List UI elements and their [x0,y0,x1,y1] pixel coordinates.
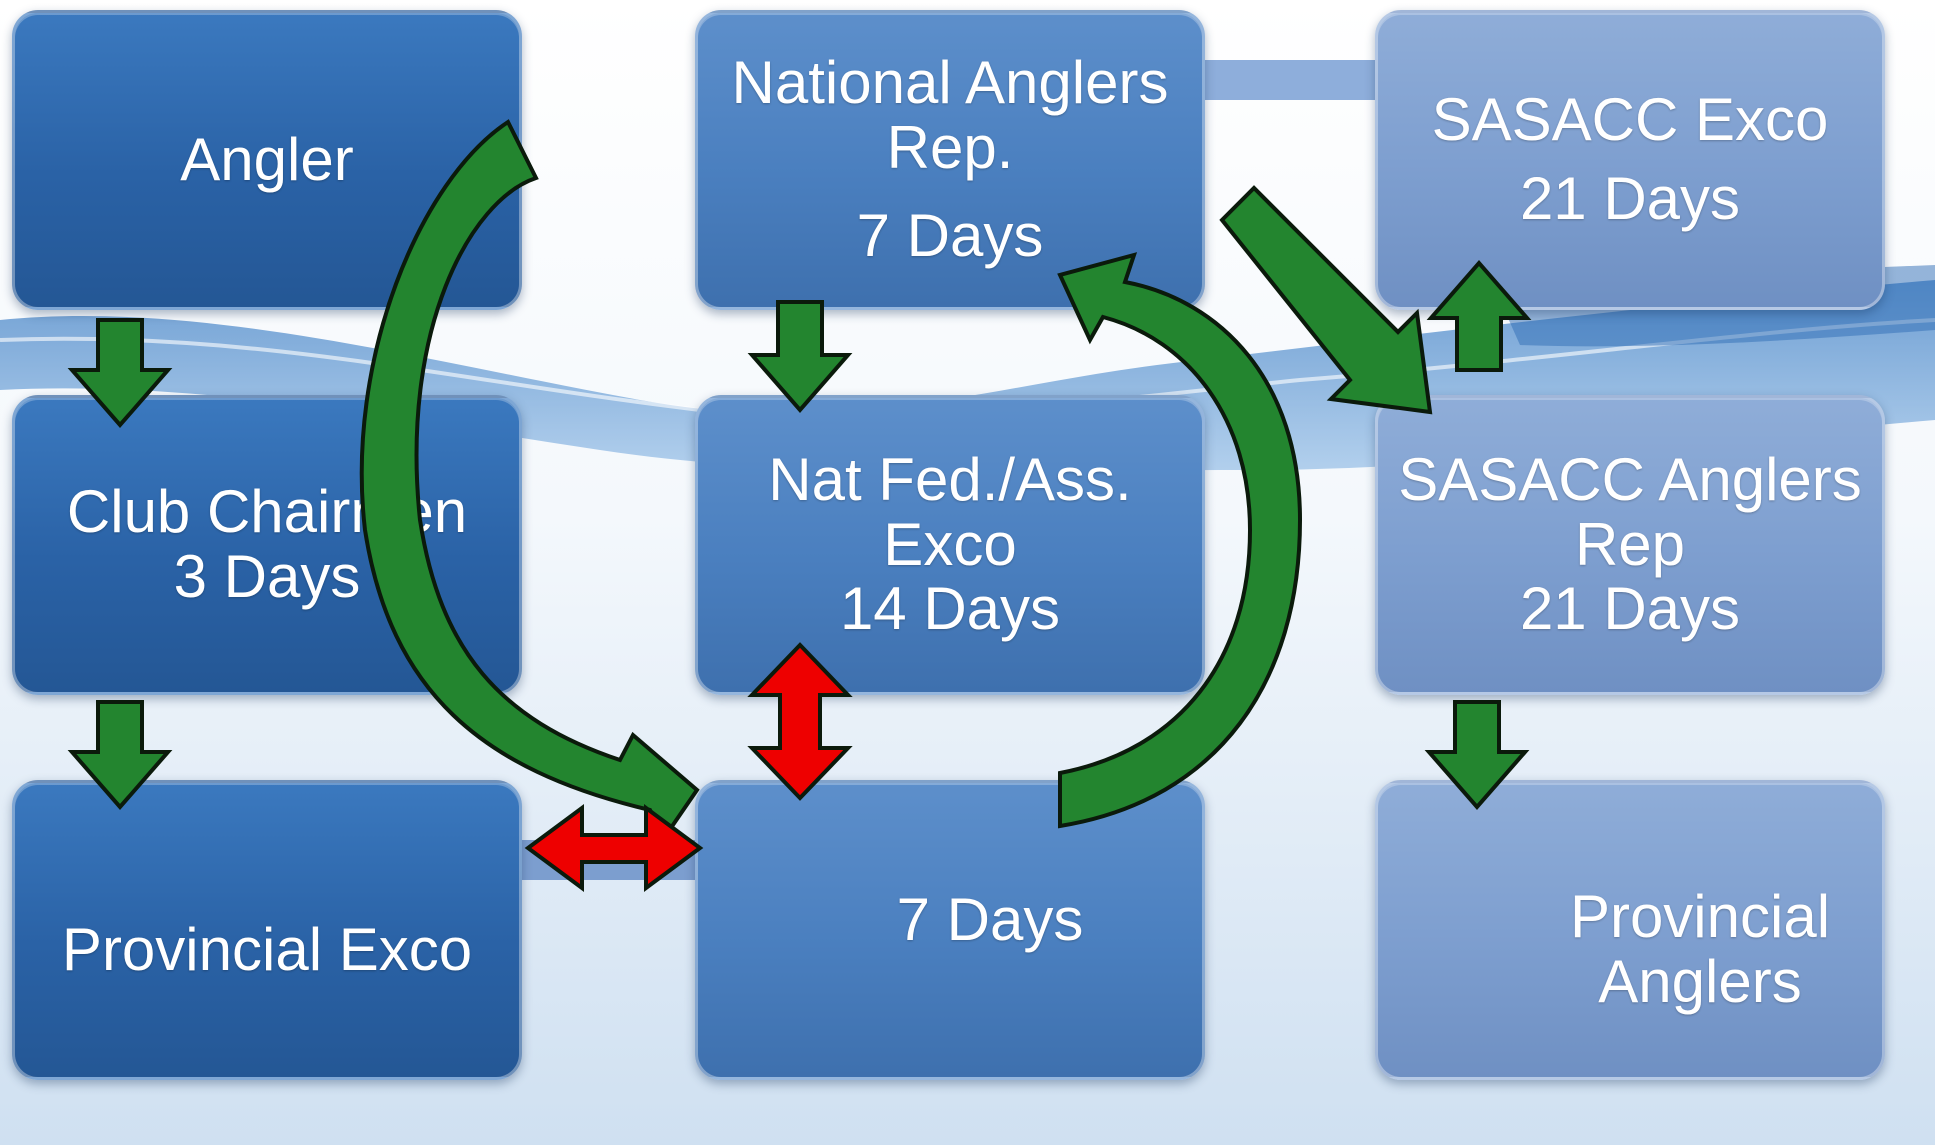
curved-arrow-seven-days-to-national [1057,252,1303,829]
sasacc-anglers-rep-days: 21 Days [1519,575,1741,643]
nat-fed-exco-box: Nat Fed./Ass. Exco 14 Days [695,395,1205,695]
down-arrow-club-to-provincial [67,700,173,811]
sasacc-exco-label: SASACC Exco [1431,86,1829,154]
down-arrow-angler-to-club [67,318,173,429]
angler-label: Angler [180,125,354,193]
seven-days-box: 7 Days [695,780,1205,1080]
connector-bar-top [1180,60,1410,100]
provincial-anglers-label-2: Anglers [1598,948,1802,1015]
nat-fed-exco-days: 14 Days [839,575,1061,643]
up-arrow-sasaccrep-to-sasaccexco [1426,259,1532,372]
provincial-exco-label: Provincial Exco [61,915,473,983]
provincial-anglers-box: Provincial Anglers [1375,780,1885,1080]
national-anglers-rep-days: 7 Days [856,202,1044,270]
double-arrow-natfed-to-seven-days [747,642,853,801]
nat-fed-exco-label-2: Exco [883,510,1017,578]
sasacc-anglers-rep-box: SASACC Anglers Rep 21 Days [1375,395,1885,695]
sasacc-anglers-rep-label-2: Rep [1574,510,1686,578]
nat-fed-exco-label-1: Nat Fed./Ass. [768,445,1132,513]
national-anglers-rep-box: National Anglers Rep. 7 Days [695,10,1205,310]
seven-days-label: 7 Days [896,885,1084,953]
sasacc-anglers-rep-label-1: SASACC Anglers [1398,445,1862,513]
diagonal-arrow-national-to-sasaccrep [1219,185,1433,415]
sasacc-exco-box: SASACC Exco 21 Days [1375,10,1885,310]
down-arrow-sasaccrep-to-provincial-anglers [1424,700,1530,811]
down-arrow-national-to-natfed [747,300,853,414]
double-arrow-provincial-to-seven-days [524,804,704,892]
provincial-anglers-label-1: Provincial [1569,883,1831,951]
national-anglers-rep-label-1: National Anglers [731,48,1169,116]
curved-arrow-angler-to-seven-days [359,119,700,842]
club-chairmen-days: 3 Days [173,543,361,610]
national-anglers-rep-label-2: Rep. [886,113,1014,181]
sasacc-exco-days: 21 Days [1519,165,1741,232]
provincial-exco-box: Provincial Exco [12,780,522,1080]
